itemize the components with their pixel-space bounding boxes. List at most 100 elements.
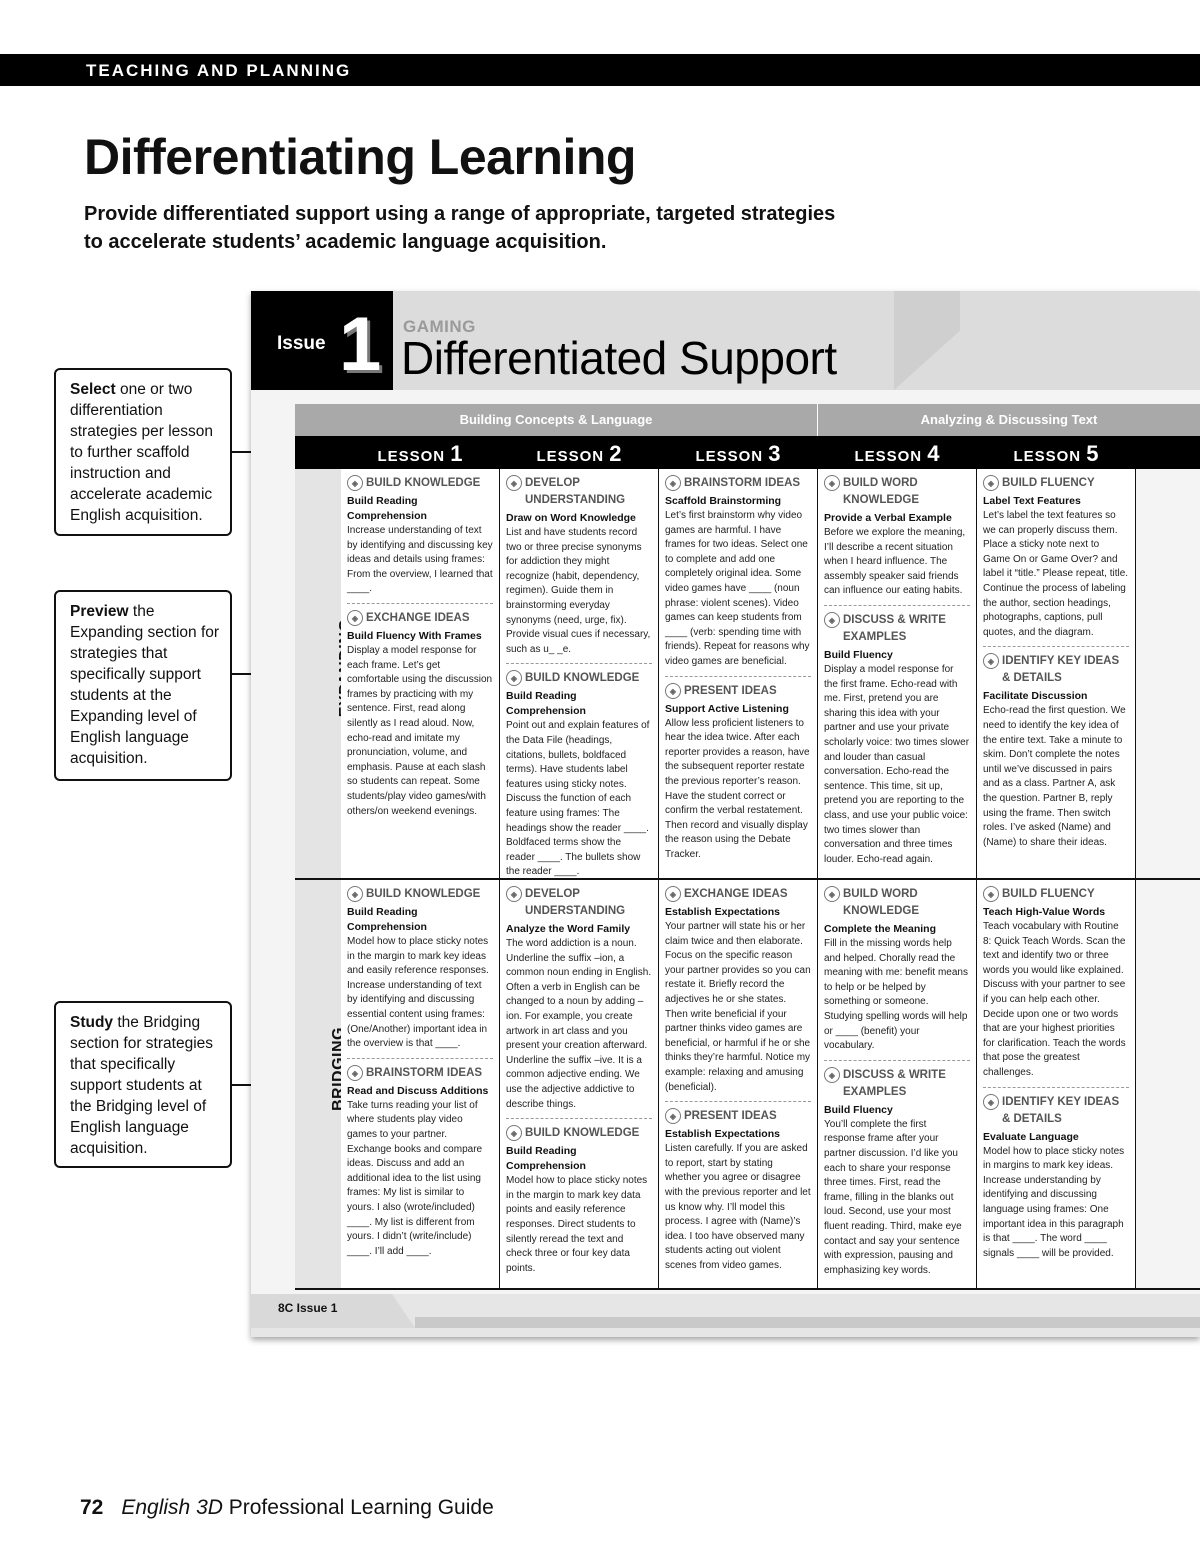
header-band: TEACHING AND PLANNING: [0, 54, 1200, 86]
strategy-body: Point out and explain features of the Da…: [506, 720, 650, 878]
strategy-title: Scaffold Brainstorming: [665, 495, 782, 507]
strategy-body: Your partner will state his or her claim…: [665, 921, 811, 1093]
strategy-heading: ◈BRAINSTORM IDEAS: [665, 475, 811, 492]
strategy-heading: ◈DISCUSS & WRITE EXAMPLES: [824, 1066, 970, 1101]
strategy-heading-text: IDENTIFY KEY IDEAS & DETAILS: [1002, 655, 1120, 685]
strategy-title: Analyze the Word Family: [506, 923, 631, 935]
strategy-title: Build Reading Comprehension: [347, 495, 427, 522]
poster-header-bg: [251, 291, 1200, 390]
strategy-heading-text: EXCHANGE IDEAS: [366, 611, 470, 624]
strategy-heading: ◈BUILD KNOWLEDGE: [347, 886, 493, 903]
row-label-expanding-col: EXPANDING: [295, 469, 354, 878]
strategy-heading-text: BUILD KNOWLEDGE: [525, 672, 640, 685]
strategy-body: Teach vocabulary with Routine 8: Quick T…: [983, 921, 1126, 1078]
strategy-icon: ◈: [824, 886, 840, 902]
strategy-title: Evaluate Language: [983, 1130, 1079, 1143]
strategy-icon: ◈: [347, 886, 363, 902]
strategy-body: Listen carefully. If you are asked to re…: [665, 1143, 811, 1271]
strategy-body: Display a model response for the first f…: [824, 663, 970, 865]
strategy-title: Build Fluency: [824, 1103, 893, 1116]
issue-badge: Issue 1: [251, 291, 393, 390]
differentiated-support-poster: Issue 1 GAMING Differentiated Support Bu…: [251, 291, 1200, 1337]
poster-footer-bar: [415, 1317, 1200, 1328]
callout-bold: Preview: [70, 603, 129, 620]
lesson-3-header: LESSON 3: [695, 441, 781, 466]
strategy-heading-text: PRESENT IDEAS: [684, 684, 777, 697]
strategy-heading-text: DEVELOP UNDERSTANDING: [525, 477, 626, 506]
strategy-title: Build Reading Comprehension: [506, 1145, 586, 1173]
callout-text: the Expanding section for strategies tha…: [70, 603, 220, 767]
poster-footer-strip: [251, 1294, 1200, 1337]
strategy-heading-text: BUILD WORD KNOWLEDGE: [843, 888, 920, 917]
strategy-title: Build Fluency With Frames: [347, 629, 482, 642]
strategy-heading: ◈PRESENT IDEAS: [665, 682, 811, 700]
strategy-heading-text: BUILD KNOWLEDGE: [366, 477, 481, 489]
strategy-heading-text: BRAINSTORM IDEAS: [684, 477, 801, 489]
strategy-body: The word addiction is a noun. Underline …: [506, 938, 652, 1110]
strategy-title: Provide a Verbal Example: [824, 512, 952, 524]
strategy-heading-text: BUILD KNOWLEDGE: [525, 1127, 640, 1140]
strategy-heading-text: BUILD FLUENCY: [1002, 888, 1095, 900]
issue-number: 1: [339, 302, 382, 387]
band-divider: [817, 404, 818, 436]
strategy-body: List and have students record two or thr…: [506, 527, 651, 655]
callout-bold: Study: [70, 1014, 114, 1031]
row-divider: [295, 1288, 1200, 1290]
strategy-icon: ◈: [665, 1108, 681, 1125]
page-title: Differentiating Learning: [84, 129, 636, 185]
strategy-icon: ◈: [347, 609, 363, 626]
strategy-block: ◈BUILD KNOWLEDGE Build Reading Comprehens…: [347, 475, 493, 597]
issue-label: Issue: [277, 333, 326, 354]
row-label-bridging: BRIDGING: [330, 1027, 347, 1111]
poster-title: Differentiated Support: [401, 332, 837, 384]
strategy-body: Let’s label the text features so we can …: [983, 510, 1129, 638]
poster-theme: GAMING: [403, 317, 476, 336]
strategy-heading-text: BUILD WORD KNOWLEDGE: [843, 477, 920, 506]
strategy-heading: ◈BUILD KNOWLEDGE: [347, 475, 493, 492]
strategy-body: You’ll complete the first response frame…: [824, 1118, 962, 1276]
strategy-icon: ◈: [506, 670, 522, 687]
page-subtitle: Provide differentiated support using a r…: [84, 203, 836, 253]
book-title: English 3D: [121, 1496, 223, 1519]
strategy-icon: ◈: [665, 886, 681, 902]
strategy-icon: ◈: [506, 475, 522, 491]
strategy-body: Model how to place sticky notes in margi…: [983, 1145, 1125, 1259]
strategy-icon: ◈: [347, 475, 363, 491]
strategy-heading: ◈DISCUSS & WRITE EXAMPLES: [824, 611, 970, 646]
lesson-1-header: LESSON 1: [377, 441, 463, 466]
band-analyzing-text: Analyzing & Discussing Text: [818, 404, 1200, 436]
row-divider: [295, 878, 1200, 880]
strategy-block: ◈DEVELOP UNDERSTANDING Analyze the Word F…: [506, 886, 652, 1112]
strategy-heading-text: BRAINSTORM IDEAS: [366, 1066, 483, 1079]
band-building-concepts: Building Concepts & Language: [295, 404, 817, 436]
strategy-body: Let’s first brainstorm why video games a…: [665, 510, 810, 667]
page-number: 72: [80, 1496, 104, 1519]
strategy-heading: ◈EXCHANGE IDEAS: [665, 886, 811, 903]
strategy-title: Support Active Listening: [665, 702, 789, 715]
strategy-icon: ◈: [983, 886, 999, 902]
strategy-title: Label Text Features: [983, 495, 1081, 507]
lesson-5-header: LESSON 5: [1013, 441, 1099, 466]
strategy-icon: ◈: [983, 1093, 999, 1110]
strategy-heading: ◈DEVELOP UNDERSTANDING: [506, 886, 652, 920]
strategy-heading: ◈PRESENT IDEAS: [665, 1108, 811, 1125]
header-band-text: TEACHING AND PLANNING: [86, 61, 352, 80]
lesson-4-header: LESSON 4: [854, 441, 940, 466]
bridging-lesson-4-cell: ◈BUILD WORD KNOWLEDGE Complete the Meanin…: [818, 880, 976, 1288]
strategy-title: Complete the Meaning: [824, 923, 937, 935]
callout-text: the Bridging section for strategies that…: [70, 1014, 214, 1157]
strategy-heading: ◈DEVELOP UNDERSTANDING: [506, 475, 652, 509]
